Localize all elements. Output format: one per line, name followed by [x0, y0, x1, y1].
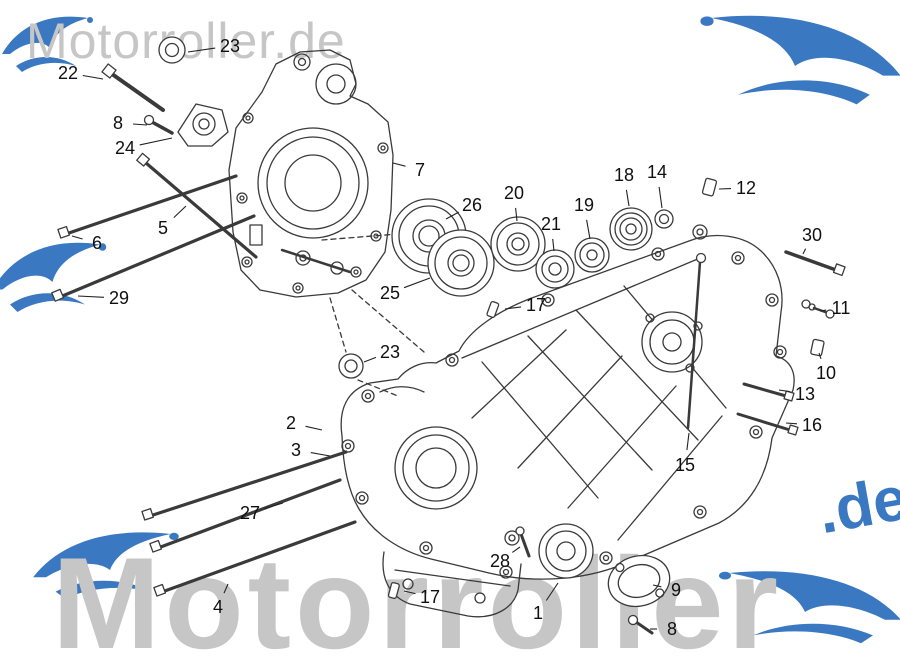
- bushing-23-top: [158, 36, 186, 64]
- part-label-20: 20: [503, 183, 525, 203]
- bearing-25: [427, 229, 495, 297]
- part-label-27: 27: [239, 503, 261, 523]
- bolt-13: [742, 382, 795, 402]
- part-label-13: 13: [794, 384, 816, 404]
- bolt-16: [736, 412, 799, 436]
- part-label-6: 6: [91, 233, 103, 253]
- left-crankcase-half: [228, 49, 394, 298]
- alignment-lines: [321, 233, 425, 397]
- pin-17-bottom: [387, 582, 400, 599]
- screw-11: [801, 299, 835, 319]
- right-crankcase-half: [340, 234, 795, 618]
- part-label-23: 23: [379, 342, 401, 362]
- part-label-29: 29: [108, 288, 130, 308]
- bearing-20: [490, 216, 546, 272]
- part-label-30: 30: [801, 225, 823, 245]
- part-label-24: 24: [114, 138, 136, 158]
- part-label-8: 8: [112, 113, 124, 133]
- part-label-21: 21: [540, 214, 562, 234]
- part-label-23: 23: [219, 36, 241, 56]
- stud-5: [136, 152, 258, 259]
- oil-seal-1: [538, 523, 594, 579]
- pin-17-middle: [486, 300, 500, 318]
- part-label-18: 18: [613, 165, 635, 185]
- part-label-26: 26: [461, 195, 483, 215]
- part-label-5: 5: [157, 218, 169, 238]
- bracket-24: [177, 103, 229, 147]
- part-label-2: 2: [285, 413, 297, 433]
- watermark-top: Motorroller.de: [26, 13, 346, 69]
- bolt-28: [515, 526, 531, 558]
- bolt-8-top: [143, 114, 174, 135]
- bearing-19: [574, 237, 610, 273]
- dowel-12: [701, 177, 718, 197]
- part-label-17: 17: [525, 295, 547, 315]
- part-label-7: 7: [414, 160, 426, 180]
- seal-21: [535, 249, 575, 289]
- part-label-28: 28: [489, 551, 511, 571]
- part-label-1: 1: [532, 603, 544, 623]
- bolt-8-bottom: [627, 614, 654, 635]
- bushing-23-middle: [338, 353, 364, 379]
- part-label-25: 25: [379, 283, 401, 303]
- part-label-15: 15: [674, 455, 696, 475]
- bolt-30: [784, 250, 846, 277]
- part-label-8: 8: [666, 619, 678, 639]
- part-label-11: 11: [831, 298, 851, 318]
- part-label-14: 14: [646, 162, 668, 182]
- part-label-3: 3: [290, 440, 302, 460]
- bolt-22: [101, 63, 165, 112]
- cover-plate-9: [607, 554, 671, 608]
- part-label-19: 19: [573, 195, 595, 215]
- stud-6: [57, 174, 238, 239]
- part-label-12: 12: [735, 178, 757, 198]
- stud-15: [686, 252, 707, 430]
- part-label-10: 10: [815, 363, 837, 383]
- part-label-22: 22: [57, 63, 79, 83]
- part-label-4: 4: [212, 597, 224, 617]
- bolt-27: [149, 478, 342, 553]
- dowel-10: [810, 338, 825, 357]
- part-label-17: 17: [419, 587, 441, 607]
- bearing-18: [609, 207, 653, 251]
- bolt-3: [141, 450, 348, 521]
- bolt-4: [153, 520, 357, 597]
- part-label-16: 16: [801, 415, 823, 435]
- stud-29: [51, 214, 256, 302]
- part-label-9: 9: [670, 580, 682, 600]
- washer-14: [654, 209, 708, 240]
